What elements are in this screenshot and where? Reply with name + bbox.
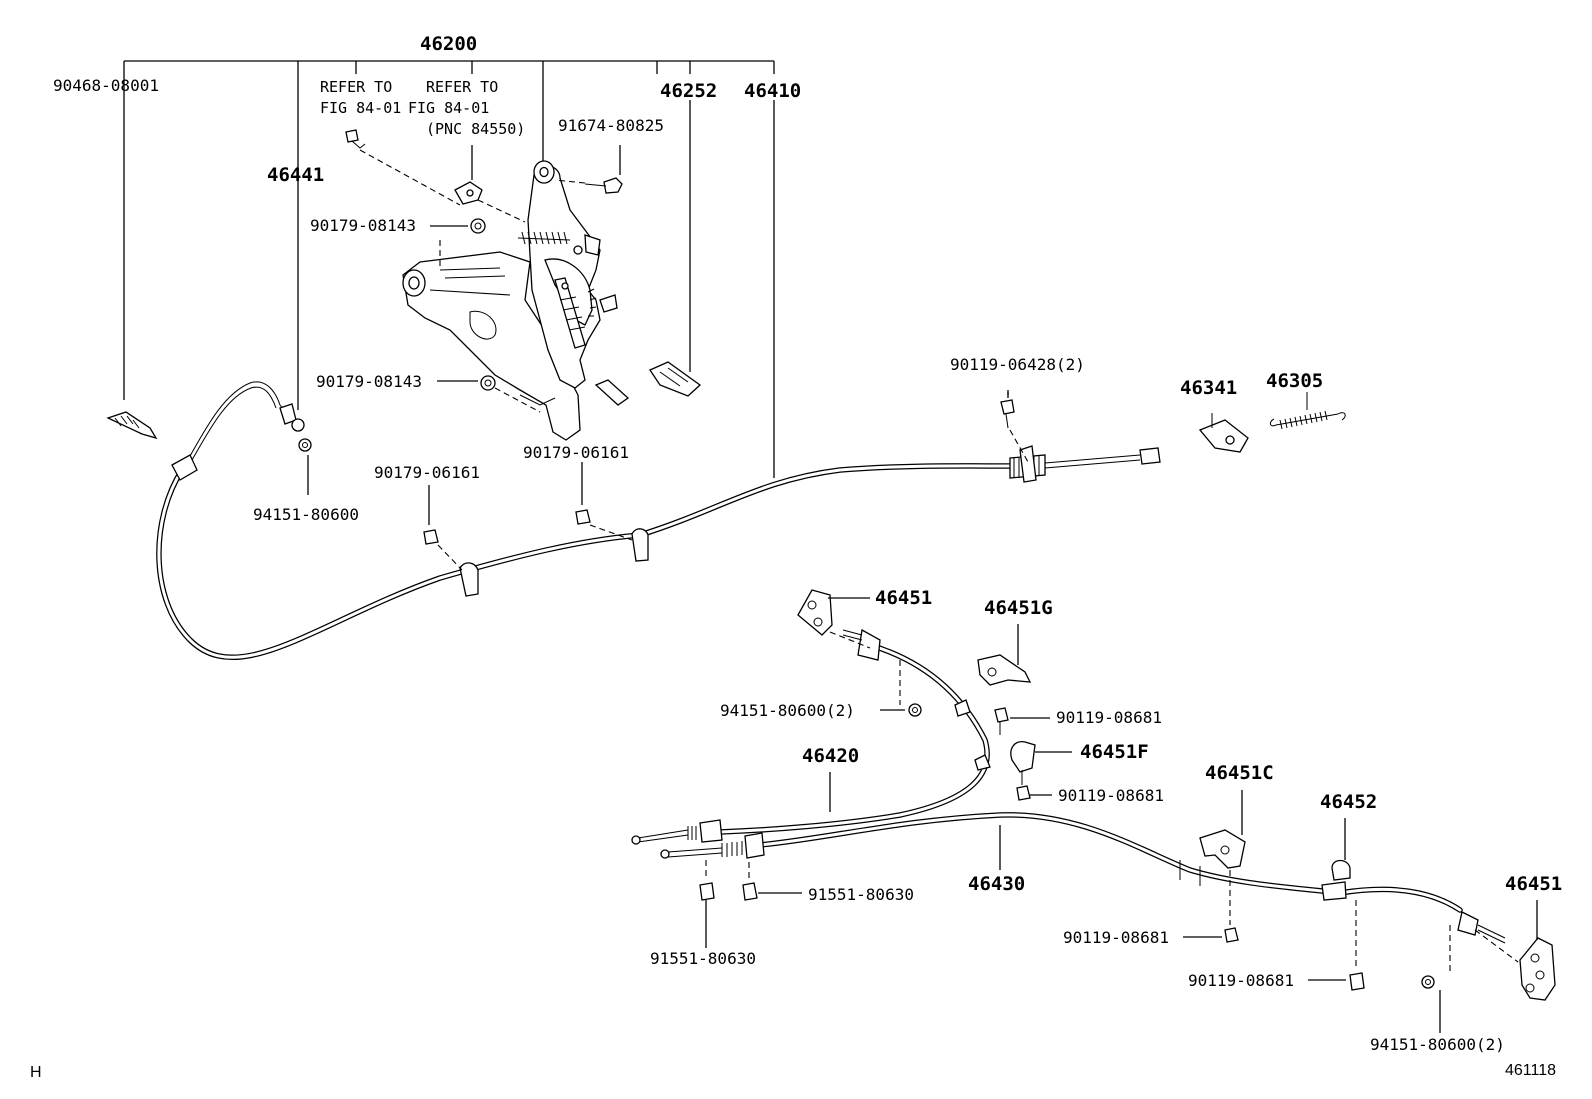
label-refer-1-line1: REFER TO [320,78,392,96]
label-90179-08143-lower: 90179-08143 [316,372,422,391]
label-refer-2-line1: REFER TO [426,78,498,96]
corner-code-left: H [30,1064,42,1081]
label-refer-2-line2: FIG 84-01 [408,99,489,117]
nut-94151-80600-mid [880,703,922,717]
bolt-90119-08681-d [1308,972,1365,991]
label-46441: 46441 [267,164,324,186]
label-94151-80600-rear: 94151-80600(2) [1370,1035,1505,1054]
label-46451-lower: 46451 [1505,873,1562,895]
nut-94151-80600-front [291,418,312,495]
clip-pnc-84550 [454,145,526,223]
label-94151-80600-mid: 94151-80600(2) [720,701,855,720]
bracket-46451-lower [1449,900,1556,1001]
label-46430: 46430 [968,873,1025,895]
label-90119-08681-upper: 90119-08681 [1056,708,1162,727]
part-46252-grip [649,361,702,397]
label-46305: 46305 [1266,370,1323,392]
bolt-91551-80630-a [699,860,715,948]
bolt-refer-84-01 [345,129,461,206]
label-46452: 46452 [1320,791,1377,813]
label-90468-08001: 90468-08001 [53,76,159,95]
cable-46410-front [156,381,1161,660]
bolt-90119-08681-c [1183,927,1239,943]
label-46451G: 46451G [984,597,1053,619]
label-46420: 46420 [802,745,859,767]
clip-90468-08001 [106,411,158,440]
corner-code-right: 461118 [1505,1062,1556,1079]
bracket-46451F [1010,741,1072,773]
bolt-91674-80825 [554,145,623,194]
bolt-90119-08681-upper [994,707,1050,735]
label-90179-06161-right: 90179-06161 [523,443,629,462]
part-labels: 46200 90468-08001 REFER TO FIG 84-01 REF… [53,33,1562,1054]
spring-46305 [1269,392,1346,430]
label-90119-06428: 90119-06428(2) [950,355,1085,374]
bolt-90179-06161-left [423,485,463,571]
cable-46430-rear-right [660,812,1506,944]
cable-46420-rear-left [631,628,991,845]
clamp-46452 [1331,818,1357,970]
bracket-46451-upper [797,589,901,705]
label-46451C: 46451C [1205,762,1274,784]
label-46410: 46410 [744,80,801,102]
label-91551-80630-left: 91551-80630 [650,949,756,968]
assembly-46200-bracket [123,60,775,478]
bolt-90119-06428 [1000,392,1029,463]
label-90179-08143-upper: 90179-08143 [310,216,416,235]
label-94151-80600-front: 94151-80600 [253,505,359,524]
label-90119-08681-mid: 90119-08681 [1058,786,1164,805]
label-46451F: 46451F [1080,741,1149,763]
nut-90179-08143-lower [437,375,541,413]
bolt-90119-08681-mid [1016,770,1052,801]
bolt-90179-06161-right [575,462,633,541]
label-90119-08681-c: 90119-08681 [1063,928,1169,947]
equalizer-46341 [1198,413,1249,453]
nut-90179-08143-upper [430,218,486,268]
bracket-46451C [1199,790,1246,925]
parking-brake-lever-assembly [402,160,630,441]
label-91674-80825: 91674-80825 [558,116,664,135]
label-90179-06161-left: 90179-06161 [374,463,480,482]
label-90119-08681-d: 90119-08681 [1188,971,1294,990]
label-46341: 46341 [1180,377,1237,399]
label-46200: 46200 [420,33,477,55]
label-46451-upper: 46451 [875,587,932,609]
label-46252: 46252 [660,80,717,102]
nut-94151-80600-rear [1421,975,1441,1033]
bracket-46451G [977,624,1032,686]
label-refer-2-line3: (PNC 84550) [426,120,525,138]
bolt-91551-80630-b [742,862,802,901]
label-91551-80630-right: 91551-80630 [808,885,914,904]
label-refer-1-line2: FIG 84-01 [320,99,401,117]
